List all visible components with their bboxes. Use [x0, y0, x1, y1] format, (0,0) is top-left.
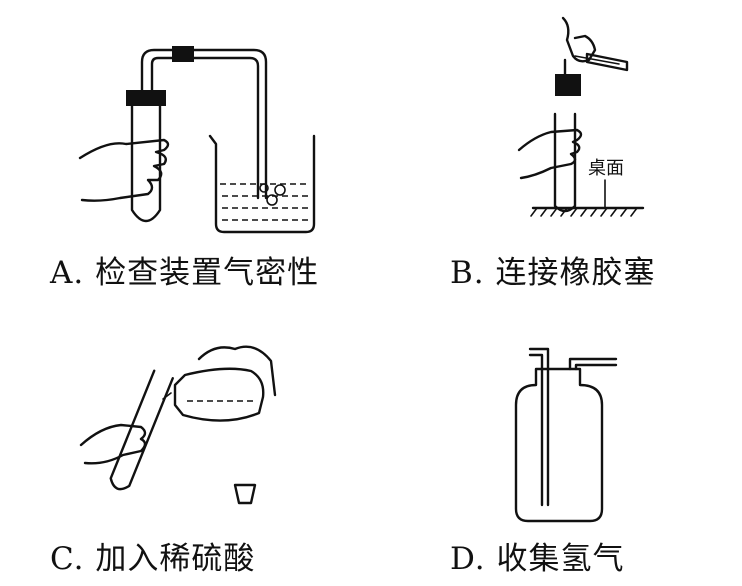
hand-icon: [78, 138, 170, 202]
lower-hand-icon: [517, 128, 583, 180]
upper-hand-icon: [561, 16, 597, 63]
rubber-stopper-icon: [126, 90, 166, 106]
panel-c-adding-acid: [79, 345, 277, 505]
panel-a-airtightness-apparatus: [78, 46, 316, 234]
panel-d-gas-collection: [514, 347, 618, 523]
desk-label: 桌面: [588, 158, 624, 179]
delivery-tube-icon: [140, 48, 268, 200]
bubble-icon: [266, 194, 278, 206]
test-tube-icon: [126, 90, 166, 223]
upper-hand-icon: [197, 345, 277, 397]
caption-c: C. 加入稀硫酸: [50, 541, 256, 577]
test-tube-icon: [109, 369, 174, 491]
caption-d: D. 收集氢气: [450, 541, 625, 577]
beaker-icon: [208, 134, 316, 234]
caption-a: A. 检查装置气密性: [50, 255, 320, 291]
reagent-bottle-icon: [162, 367, 265, 422]
gas-collection-bottle-icon: [514, 347, 618, 523]
panel-b-stopper-connection: [517, 16, 645, 217]
caption-b: B. 连接橡胶塞: [450, 255, 656, 291]
lower-hand-icon: [79, 423, 147, 465]
stopper-icon: [233, 483, 257, 505]
rubber-stopper-icon: [555, 74, 581, 96]
